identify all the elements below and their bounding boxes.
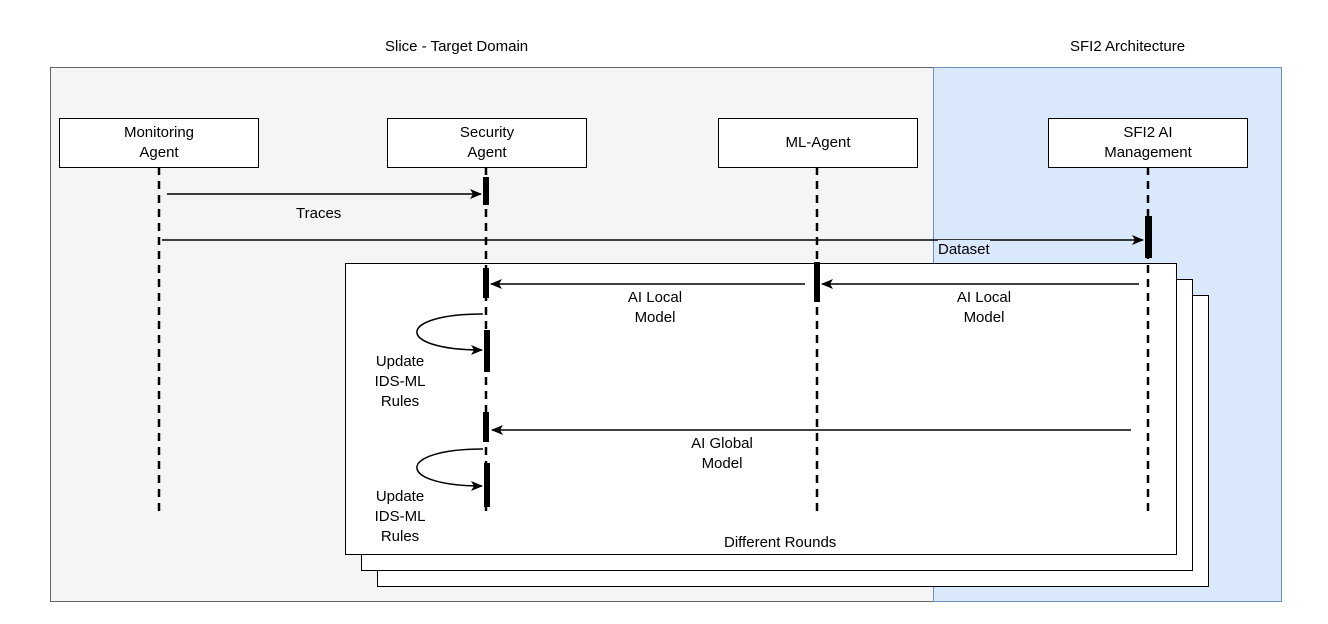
loop-frame xyxy=(345,263,1177,555)
architecture-title: SFI2 Architecture xyxy=(1070,38,1186,55)
security-activation-4 xyxy=(483,412,489,442)
traces-label: Traces xyxy=(296,205,342,222)
dataset-label: Dataset xyxy=(938,240,990,260)
ml-agent-box: ML-Agent xyxy=(718,118,918,168)
ml-activation xyxy=(814,262,820,302)
security-activation-1 xyxy=(483,177,489,205)
update-rules-label-2: Update IDS-ML Rules xyxy=(374,488,426,545)
self-loop-2 xyxy=(416,448,484,491)
update-rules-label-1: Update IDS-ML Rules xyxy=(374,353,426,410)
loop-label: Different Rounds xyxy=(724,534,837,551)
ai-global-model-label: AI Global Model xyxy=(691,435,753,472)
security-activation-2 xyxy=(483,268,489,298)
ai-management-box: SFI2 AI Management xyxy=(1048,118,1248,168)
security-agent-box: Security Agent xyxy=(387,118,587,168)
monitoring-agent-box: Monitoring Agent xyxy=(59,118,259,168)
ai-management-activation xyxy=(1145,216,1152,258)
target-domain-title: Slice - Target Domain xyxy=(385,38,529,55)
self-loop-1 xyxy=(416,313,484,355)
ai-local-model-label-1: AI Local Model xyxy=(627,289,683,326)
security-activation-3 xyxy=(484,330,490,372)
security-activation-5 xyxy=(484,463,490,507)
ai-local-model-label-2: AI Local Model xyxy=(956,289,1012,326)
